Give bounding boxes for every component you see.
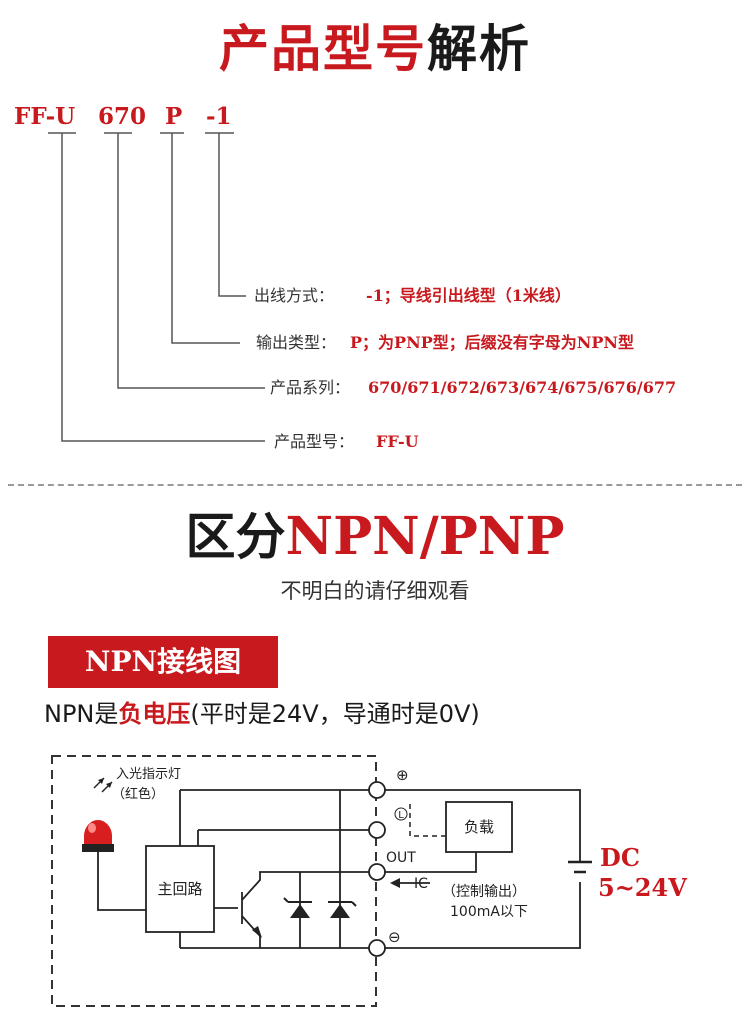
explain-label-output: 输出类型：	[256, 333, 337, 352]
indicator-lamp	[82, 820, 114, 852]
out-label: OUT	[386, 850, 416, 866]
npn-wiring-diagram: 主回路 负载 入光指示灯 （红色） ⊕ L OUT IC ⊖ （控制输出） 10…	[51, 755, 687, 1007]
npn-desc-post: (平时是24V，导通时是0V)	[190, 700, 480, 728]
title1-red: 产品型号	[219, 20, 427, 78]
load-box	[445, 801, 513, 853]
model-analysis-title: 产品型号解析	[0, 14, 750, 84]
indicator-label-line1: 入光指示灯	[116, 767, 181, 782]
plus-symbol: ⊕	[396, 766, 409, 784]
main-circuit-label: 主回路	[157, 880, 202, 898]
npn-pnp-title: 区分NPN/PNP	[0, 500, 750, 586]
explain-value-wire: -1；导线引出线型（1米线）	[366, 286, 571, 305]
minus-symbol: ⊖	[388, 928, 401, 946]
ic-label: IC	[414, 876, 428, 892]
title2-red: NPN/PNP	[285, 506, 565, 567]
explain-value-series: 670/671/672/673/674/675/676/677	[368, 378, 677, 397]
terminal-l	[368, 821, 386, 839]
control-output-line2: 100mA以下	[450, 904, 528, 920]
model-code-brackets	[48, 132, 265, 442]
sensor-boundary	[51, 755, 377, 1007]
explain-label-series: 产品系列：	[270, 378, 351, 397]
code-seg-wire: -1	[206, 103, 232, 130]
explain-label-wire: 出线方式：	[254, 286, 335, 305]
terminal-plus	[368, 781, 386, 799]
title2-black: 区分	[185, 508, 286, 566]
main-circuit-box	[145, 845, 215, 933]
dc-voltage: 5~24V	[598, 873, 687, 902]
npn-wiring-badge: NPN接线图	[48, 636, 278, 688]
control-output-line1: （控制输出）	[442, 884, 526, 900]
npn-pnp-subtitle: 不明白的请仔细观看	[280, 579, 470, 603]
code-seg-series: 670	[98, 103, 147, 130]
code-seg-series-prefix: FF-U	[14, 103, 76, 130]
code-seg-output: P	[165, 103, 183, 130]
l-symbol: L	[398, 810, 404, 821]
npn-description: NPN是负电压(平时是24V，导通时是0V)	[44, 694, 480, 734]
npn-desc-red: 负电压	[118, 700, 191, 728]
npn-desc-pre: NPN是	[44, 700, 119, 728]
terminal-out	[368, 863, 386, 881]
section-divider	[8, 484, 742, 486]
dc-label: DC	[600, 843, 640, 872]
title1-black: 解析	[427, 20, 531, 78]
explain-value-model: FF-U	[376, 432, 419, 451]
load-label: 负载	[464, 818, 494, 836]
explain-value-output: P；为PNP型；后缀没有字母为NPN型	[350, 333, 635, 352]
terminal-minus	[368, 939, 386, 957]
explain-label-model: 产品型号：	[274, 432, 355, 451]
indicator-label-line2: （红色）	[112, 786, 164, 802]
